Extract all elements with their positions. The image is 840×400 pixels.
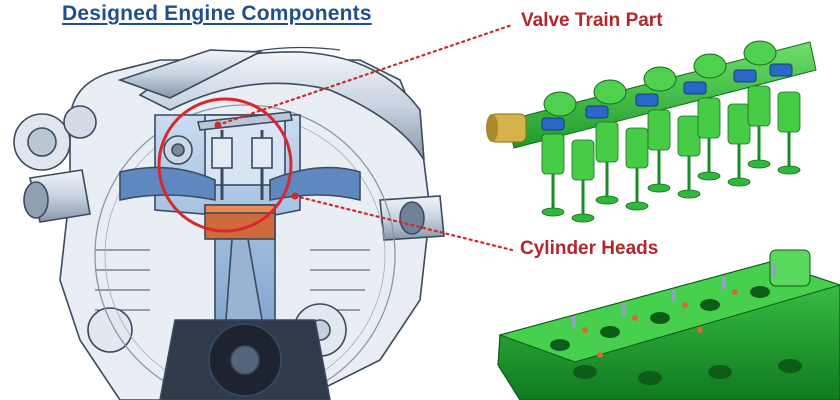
leader-cylinder-heads	[293, 194, 514, 252]
highlight-ring	[157, 97, 293, 233]
callout-valve-train-label: Valve Train Part	[521, 10, 663, 31]
valve-train-illustration	[486, 40, 817, 223]
callout-leaders	[216, 23, 514, 252]
diagram-title: Designed Engine Components	[62, 2, 372, 25]
anchor-dot-valve	[214, 121, 222, 129]
leader-valve-train	[216, 23, 514, 127]
engine-illustration	[13, 46, 445, 400]
cylinder-head-illustration	[497, 249, 840, 400]
anchor-dot-head	[291, 192, 299, 200]
callout-cylinder-heads-label: Cylinder Heads	[520, 238, 659, 259]
